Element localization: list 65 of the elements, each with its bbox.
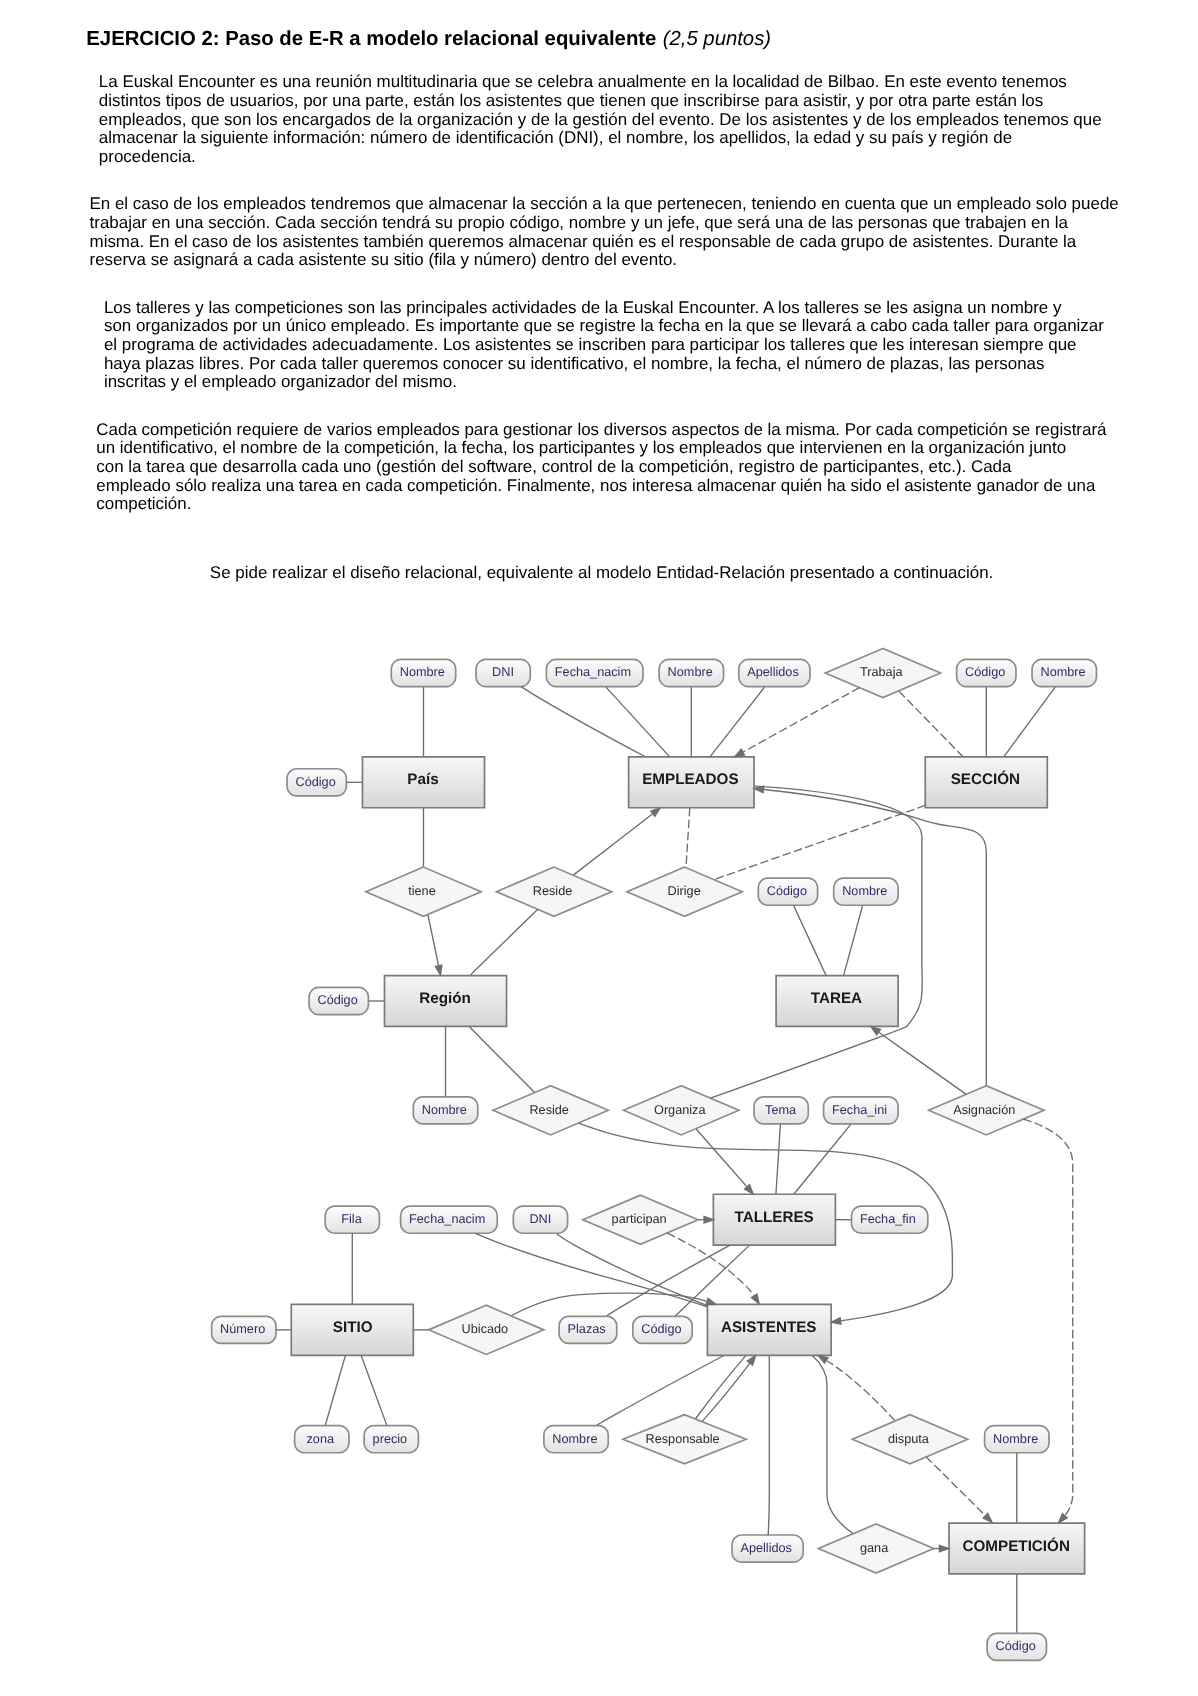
label: Se pide realizar el diseño relacional, equivalente al modelo Entidad-Relación presentado a continuación. xyxy=(209,562,994,583)
diagram-title: EJERCICIO 2: Paso de E-R a modelo relacional equivalente (2,5 puntos) xyxy=(86,28,772,51)
connector xyxy=(767,1354,770,1536)
connector xyxy=(1016,1573,1018,1634)
label: Cada competición requiere de varios empleados para gestionar los diversos aspectos de la misma. Por cada competición se registrará un identificativo, el nombre de la competición, la fecha, los participantes y los empleados que intervienen en la organización junto con la tarea que desarrolla cada uno (gestión del software, control de la competición, registro de participantes, etc.). Cada empleado sólo realiza una tarea en cada competición. Finalmente, nos interesa almacenar quién ha sido el asistente ganador de una competición. xyxy=(96,418,1107,514)
node-box: COMPETICIÓN xyxy=(948,1522,1086,1575)
arrow xyxy=(697,1215,716,1224)
connector xyxy=(351,1232,353,1305)
arrow xyxy=(816,1354,896,1421)
node-box: EMPLEADOS xyxy=(627,756,755,809)
connector xyxy=(695,1354,747,1420)
node-box: TALLERES xyxy=(712,1193,837,1246)
connector xyxy=(360,1354,388,1427)
arrow xyxy=(427,914,443,977)
connector xyxy=(811,1354,854,1535)
connector xyxy=(275,1329,292,1331)
connector xyxy=(793,1123,852,1195)
connector xyxy=(520,685,647,758)
connector xyxy=(474,1232,708,1308)
connector xyxy=(368,1000,386,1002)
arrow xyxy=(577,1122,954,1326)
connector xyxy=(713,804,926,881)
connector xyxy=(709,785,923,1099)
connector xyxy=(842,904,864,976)
connector xyxy=(606,1244,731,1317)
label: Los talleres y las competiciones son las principales actividades de la Euskal Encounter. A los talleres se les asigna un nombre y son organizados por un único empleado. Es importante que se registre la fecha en la que se llevará a cabo cada taller para organizar el programa de actividades adecuadamente. Los asistentes se inscriben para participar los talleres que les interesan siempre que haya plazas libres. Por cada taller queremos conocer su identificativo, el nombre, la fecha, el número de plazas, las personas inscritas y el empleado organizador del mismo. xyxy=(103,296,1104,392)
arrow xyxy=(695,1128,755,1196)
arrow xyxy=(869,1025,967,1095)
connector xyxy=(709,686,766,758)
arrow xyxy=(1022,1118,1074,1525)
connector xyxy=(775,1123,782,1195)
label: La Euskal Encounter es una reunión multitudinaria que se celebra anualmente en la localidad de Bilbao. En este evento tenemos distintos tipos de usuarios, por una parte, están los asistentes que tienen que inscribirse para asistir, y por otra parte están los empleados, que son los encargados de la organización y de la gestión del evento. De los asistentes y de los empleados tenemos que almacenar la siguiente información: número de identificación (DNI), el nombre, los apellidos, la edad y su país y región de procedencia. xyxy=(98,71,1102,166)
arrow xyxy=(572,806,662,876)
connector xyxy=(468,1026,536,1093)
connector xyxy=(469,908,539,976)
connector xyxy=(792,904,827,976)
connector xyxy=(555,1233,708,1307)
connector xyxy=(595,1354,725,1426)
node-box: Región xyxy=(383,974,508,1028)
arrow xyxy=(752,785,987,1087)
connector xyxy=(605,686,671,758)
connector xyxy=(690,686,692,758)
label: En el caso de los empleados tendremos que almacenar la sección a la que pertenecen, teniendo en cuenta que un empleado solo puede trabajar en una sección. Cada sección tendrá su propio código, nombre y un jefe, que será una de las personas que trabajen en la misma. En el caso de los asistentes también queremos almacenar quién es el responsable de cada grupo de asistentes. Durante la reserva se asignará a cada asistente su sitio (fila y número) dentro del evento. xyxy=(89,193,1119,270)
connector xyxy=(422,807,425,868)
connector xyxy=(412,1329,429,1331)
arrow xyxy=(701,1353,757,1422)
node-box: ASISTENTES xyxy=(706,1303,833,1357)
node-box: País xyxy=(361,756,486,809)
arrow xyxy=(666,1232,761,1306)
connector xyxy=(324,1354,347,1427)
connector xyxy=(1003,686,1056,758)
node-box: SITIO xyxy=(290,1303,415,1357)
connector xyxy=(1016,1452,1018,1524)
arrow xyxy=(925,1456,994,1524)
connector xyxy=(444,1026,447,1098)
connector xyxy=(898,690,964,757)
arrow xyxy=(933,1544,951,1553)
arrow xyxy=(732,687,861,758)
arrow xyxy=(510,1292,718,1317)
node-box: SECCIÓN xyxy=(924,756,1049,809)
connector xyxy=(685,807,691,869)
connector xyxy=(674,1244,750,1317)
connector xyxy=(422,686,425,758)
connector xyxy=(985,686,987,758)
node-box: TAREA xyxy=(775,974,899,1028)
